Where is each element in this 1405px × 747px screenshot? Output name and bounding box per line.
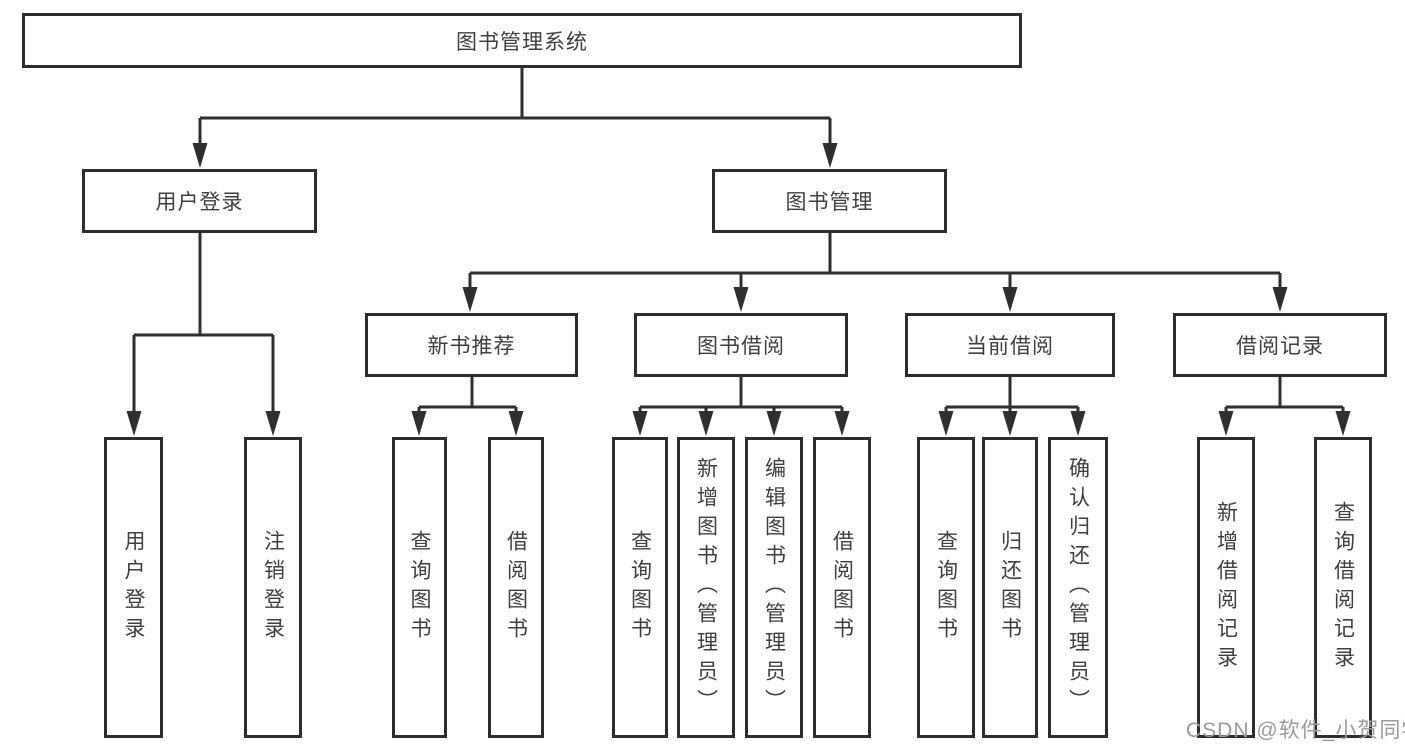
arrowhead-down-icon: [1272, 287, 1288, 312]
arrowhead-down-icon: [1218, 411, 1234, 436]
arrowhead-down-icon: [698, 411, 714, 436]
node-new-book: 新书推荐: [365, 313, 578, 377]
node-book-borrow: 图书借阅: [634, 313, 848, 377]
node-user-login: 用户登录: [82, 169, 317, 233]
node-user-login-label: 用户登录: [155, 191, 244, 214]
node-leaf-bb-edit: 编辑图书（管理员）: [745, 437, 803, 738]
arrowhead-down-icon: [126, 411, 142, 436]
arrowhead-down-icon: [1002, 411, 1018, 436]
node-leaf-nb-query-label: 查询图书: [408, 529, 431, 646]
connector-path: [417, 377, 518, 419]
node-leaf-bb-borrow: 借阅图书: [813, 437, 871, 738]
node-leaf-cb-query: 查询图书: [917, 437, 975, 738]
node-leaf-cb-confirm: 确认归还（管理员）: [1048, 437, 1108, 738]
arrowhead-down-icon: [733, 287, 749, 312]
arrowhead-down-icon: [508, 411, 524, 436]
node-leaf-login-label: 用户登录: [122, 529, 145, 646]
node-leaf-bb-add-label: 新增图书（管理员）: [694, 457, 718, 718]
node-book-mgmt-label: 图书管理: [785, 191, 874, 214]
arrowhead-down-icon: [938, 411, 954, 436]
node-leaf-bb-add: 新增图书（管理员）: [677, 437, 735, 738]
node-leaf-cb-confirm-label: 确认归还（管理员）: [1066, 457, 1090, 718]
node-leaf-br-add: 新增借阅记录: [1197, 437, 1255, 738]
node-leaf-login: 用户登录: [104, 437, 163, 738]
node-borrow-record-label: 借阅记录: [1236, 335, 1324, 358]
connector-path: [638, 377, 844, 419]
node-new-book-label: 新书推荐: [427, 335, 516, 358]
node-leaf-cb-query-label: 查询图书: [934, 529, 958, 646]
arrowhead-down-icon: [265, 411, 281, 436]
arrowhead-down-icon: [822, 143, 838, 168]
node-leaf-nb-query: 查询图书: [392, 437, 447, 738]
node-root: 图书管理系统: [22, 13, 1022, 68]
node-leaf-nb-borrow-label: 借阅图书: [504, 529, 528, 646]
arrowhead-down-icon: [1070, 411, 1086, 436]
node-leaf-cb-return-label: 归还图书: [998, 529, 1022, 646]
connector-path: [468, 233, 1282, 295]
node-leaf-bb-query-label: 查询图书: [628, 529, 652, 646]
node-leaf-bb-edit-label: 编辑图书（管理员）: [762, 457, 786, 718]
arrowhead-down-icon: [632, 411, 648, 436]
node-leaf-logout-label: 注销登录: [261, 529, 285, 646]
node-current-borrow-label: 当前借阅: [966, 335, 1054, 358]
arrowhead-down-icon: [1002, 287, 1018, 312]
arrowhead-down-icon: [411, 411, 427, 436]
node-leaf-bb-query: 查询图书: [612, 437, 668, 738]
node-leaf-br-add-label: 新增借阅记录: [1214, 500, 1238, 675]
arrowhead-down-icon: [462, 287, 478, 312]
node-leaf-br-query: 查询借阅记录: [1314, 437, 1372, 738]
watermark-text: CSDN @软件_小贺同学: [1186, 719, 1405, 742]
connector-path: [198, 68, 832, 151]
connector-path: [1224, 377, 1345, 419]
node-leaf-cb-return: 归还图书: [982, 437, 1038, 738]
arrowhead-down-icon: [834, 411, 850, 436]
node-book-mgmt: 图书管理: [712, 169, 947, 233]
arrowhead-down-icon: [766, 411, 782, 436]
connector-path: [132, 233, 275, 419]
node-leaf-logout: 注销登录: [244, 437, 302, 738]
node-leaf-bb-borrow-label: 借阅图书: [830, 529, 854, 646]
node-borrow-record: 借阅记录: [1173, 313, 1387, 377]
node-root-label: 图书管理系统: [456, 30, 588, 54]
arrowhead-down-icon: [1335, 411, 1351, 436]
node-leaf-nb-borrow: 借阅图书: [488, 437, 544, 738]
node-current-borrow: 当前借阅: [905, 313, 1115, 377]
node-leaf-br-query-label: 查询借阅记录: [1331, 500, 1355, 675]
arrowhead-down-icon: [192, 143, 208, 168]
node-book-borrow-label: 图书借阅: [697, 335, 785, 358]
